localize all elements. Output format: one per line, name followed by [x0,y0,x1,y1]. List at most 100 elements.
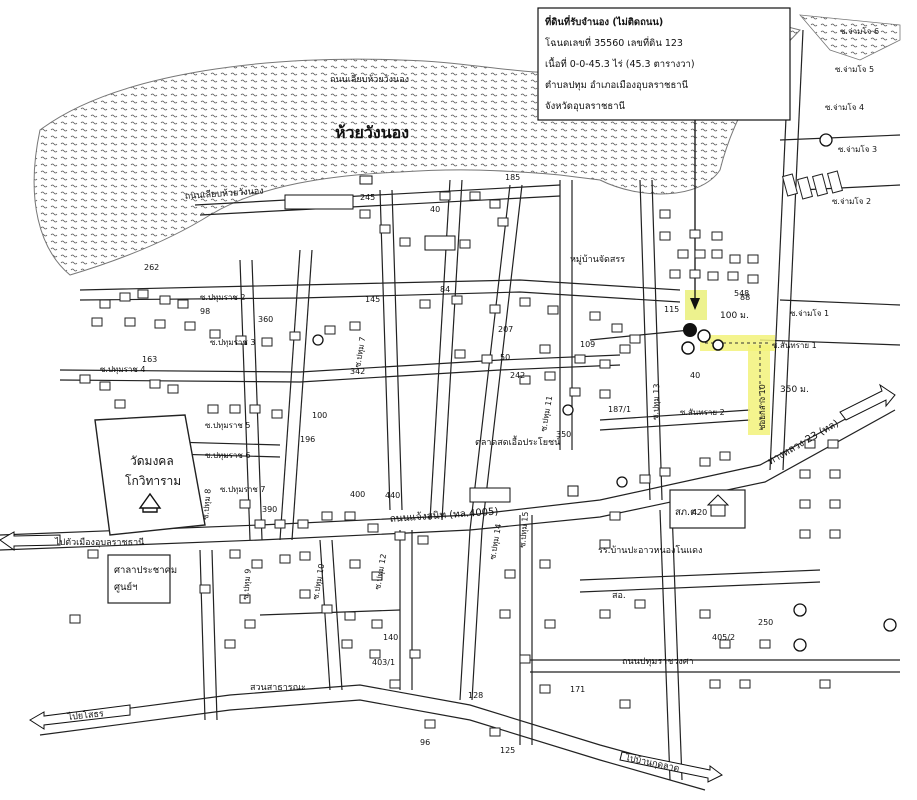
label-soi-v9: ซ.ปทุม 9 [241,568,253,600]
parcel-400: 400 [350,490,365,499]
parcel-145: 145 [365,295,380,304]
label-soi-pathum: ถนนปทุมราชวงศา [622,657,694,667]
label-soi-v13: ซ.ปทุม 13 [651,383,661,420]
parcel-109: 109 [580,340,595,349]
parcel-207: 207 [498,325,513,334]
temple-subname: โกวิทาราม [125,474,181,488]
callout-line-1: ที่ดินที่รับจำนอง (ไม่ติดถนน) [545,14,663,28]
label-swamp: ห้วยวังนอง [335,123,409,142]
police-block [669,489,746,529]
label-wangnong-road: ถนนเลียบห้วยวังนอง [330,74,409,85]
parcel-88: 88 [740,293,750,302]
label-soi-v12: ซ.ปทุม 12 [373,553,388,590]
parcel-405-2: 405/2 [712,633,735,642]
label-soi-p6: ซ.ปทุมราช 6 [205,451,250,460]
arrow-bypass [839,383,896,421]
label-soi-v14: ซ.ปทุม 14 [488,523,503,560]
label-soi-p3: ซ.ปทุมราช 3 [210,338,255,347]
road-network [0,29,901,791]
label-soi-c2: ซ.สันทราย 2 [680,408,725,417]
parcel-360: 360 [258,315,273,324]
label-distance-350: 350 ม. [780,385,809,395]
label-soi-c1: ซ.สันทราย 1 [772,341,817,350]
arrow-to-ubon [0,531,61,551]
parcel-50: 50 [500,353,510,362]
callout-line-2: โฉนดเลขที่ 35560 เลขที่ดิน 123 [545,36,683,49]
houses [69,191,841,737]
callout-box: ที่ดินที่รับจำนอง (ไม่ติดถนน) โฉนดเลขที่… [537,7,791,310]
round-markers [312,133,897,652]
label-market: ตลาดสดเอื้อประโยชน์ [475,435,560,448]
label-soi-s1: ซ.จ่ามโจ 6 [840,26,879,36]
label-zoo: สวนสาธารณะ [250,683,306,693]
parcel-420: 420 [692,508,707,517]
temple-icon [138,492,162,513]
label-health: สอ. [612,591,626,601]
parcel-40b: 40 [430,205,440,214]
parcel-100: 100 [312,411,327,420]
highlight-soi-vertical [748,345,770,435]
temple-block [94,414,206,536]
police-label: สภ.ต. [675,507,699,518]
health-station-sublabel: ศูนย์ฯ [114,581,137,593]
label-soi-s4: ซ.จ่ามโจ 3 [838,144,877,154]
label-village: หมู่บ้านจัดสรร [570,254,625,265]
parcel-342: 342 [350,367,365,376]
parcel-187: 187/1 [608,405,631,414]
parcel-98: 98 [200,307,210,316]
swamp-area-east [799,14,901,61]
field-plots [781,170,844,200]
parcel-125: 125 [500,746,515,755]
parcel-96: 96 [420,738,430,747]
label-school: รร.บ้านปะอาวหนองโนแดง [598,545,702,556]
parcel-350: 350 [556,430,571,439]
parcel-115: 115 [664,305,679,314]
callout-line-5: จังหวัดอุบลราชธานี [545,100,626,112]
label-soi-v7: ซ.ปทุม 7 [353,336,367,368]
target-plot [681,323,724,355]
parcel-40: 40 [690,371,700,380]
parcel-403: 403/1 [372,658,395,667]
parcel-242: 242 [510,371,525,380]
callout-line-4: ตำบลปทุม อำเภอเมืองอุบลราชธานี [545,79,689,91]
label-soi-v15: ซ.ปทุม 15 [518,511,530,548]
parcel-140: 140 [383,633,398,642]
police-icon [706,494,730,517]
parcel-171: 171 [570,685,585,694]
callout-pointer-head [690,298,700,310]
parcel-440: 440 [385,491,400,500]
label-to-yasothon: ไปยโสธร [66,708,104,723]
label-soi-s6: ซ.จ่ามโจ 1 [790,308,829,318]
label-to-ubon: ไปตัวเมืองอุบลราชธานี [54,537,144,548]
label-distance-100: 100 ม. [720,311,749,321]
parcel-84: 84 [440,285,450,294]
label-soi-s3: ซ.จ่ามโจ 4 [825,102,864,112]
label-soi-p5: ซ.ปทุมราช 5 [205,421,250,430]
label-soi-s2: ซ.จ่ามโจ 5 [835,64,874,74]
parcel-128: 128 [468,691,483,700]
label-soi-v11: ซ.ปทุม 11 [539,395,554,432]
parcel-196: 196 [300,435,315,444]
parcel-185: 185 [505,173,520,182]
label-highlight-soi: ซอยกลาง 10 [758,384,767,430]
arrow-to-city [619,751,723,783]
label-soi-p4: ซ.ปทุมราช 4 [100,365,145,374]
callout-line-3: เนื้อที่ 0-0-45.3 ไร่ (45.3 ตารางวา) [545,57,695,70]
label-to-city: ไปบ้านกุดลาด [623,752,680,774]
parcel-245: 245 [360,193,375,202]
parcel-390: 390 [262,505,277,514]
parcel-250: 250 [758,618,773,627]
label-soi-v8: ซ.ปทุม 8 [201,488,213,520]
arrow-to-yasothon [29,704,131,730]
label-boxes [284,175,579,503]
label-soi-p2: ซ.ปทุมราช 2 [200,293,245,302]
health-station-label: ศาลาประชาคม [114,565,177,576]
parcel-262: 262 [144,263,159,272]
label-soi-p7: ซ.ปทุมราช 7 [220,485,265,494]
parcel-548: 548 [734,289,749,298]
parcel-163: 163 [142,355,157,364]
temple-name: วัดมงคล [130,454,174,468]
health-station-block [107,554,171,604]
label-soi-s5: ซ.จ่ามโจ 2 [832,196,871,206]
